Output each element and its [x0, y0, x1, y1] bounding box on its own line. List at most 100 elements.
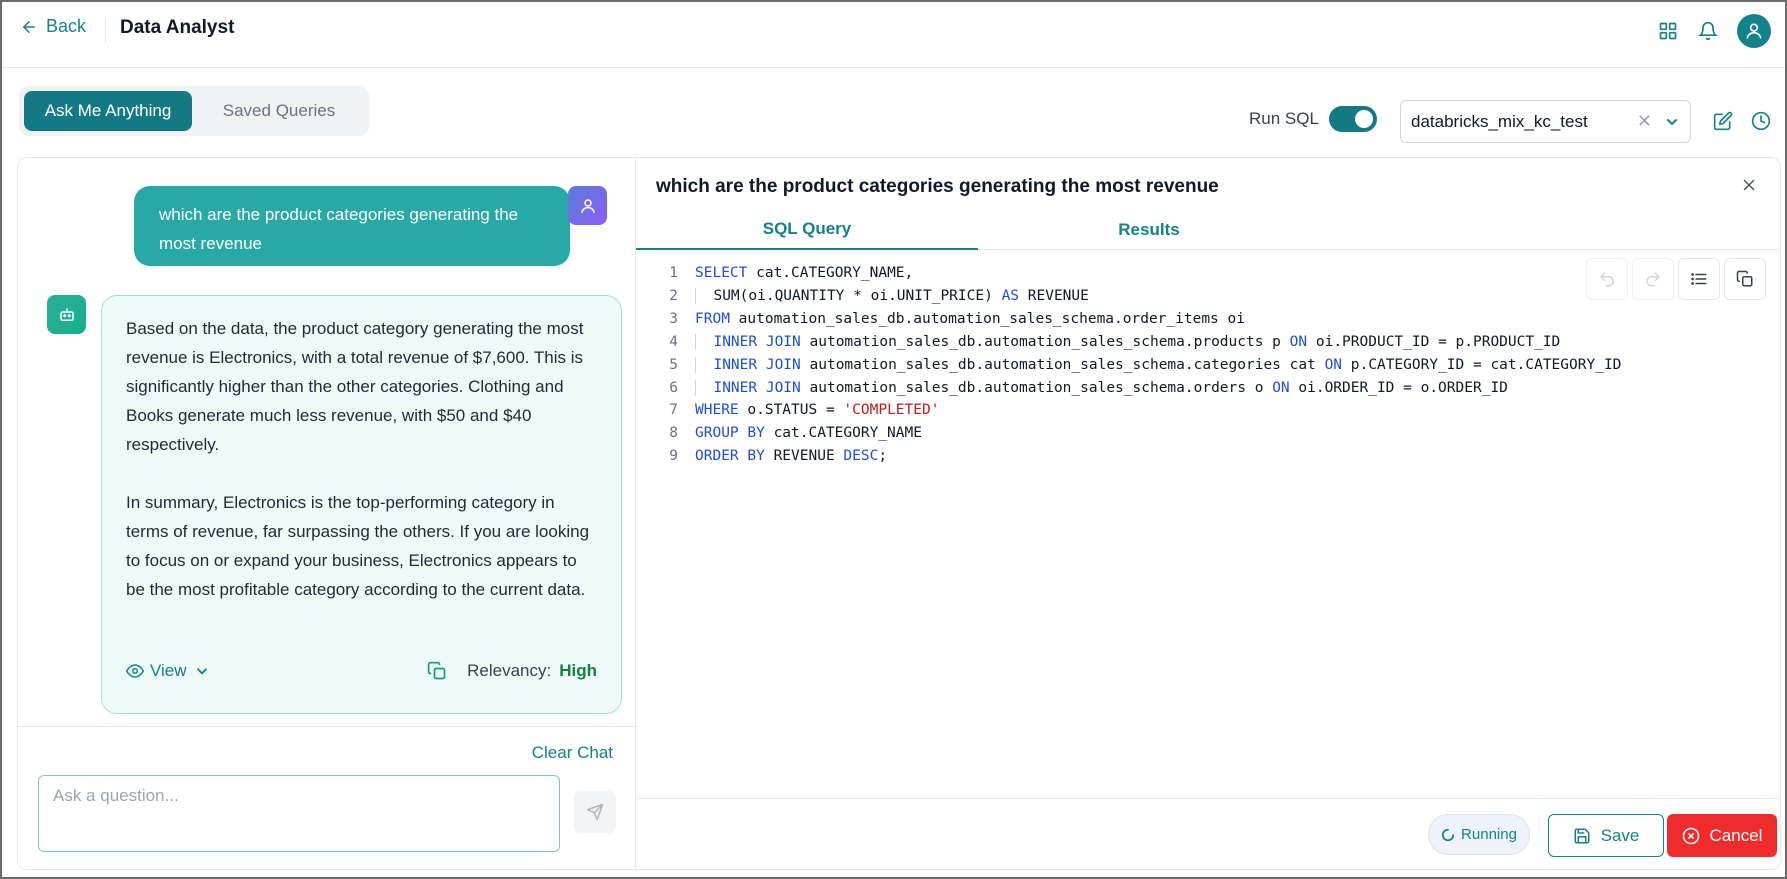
line-number: 1 — [669, 265, 678, 281]
sql-token: p.CATEGORY_ID = cat.CATEGORY_ID — [1342, 356, 1622, 373]
code-text: INNER JOIN automation_sales_db.automatio… — [678, 331, 1560, 354]
edit-icon[interactable] — [1713, 111, 1733, 131]
sql-token: SUM(oi.QUANTITY * oi.UNIT_PRICE) — [713, 287, 1002, 304]
list-icon — [1691, 273, 1707, 285]
arrow-left-icon — [23, 20, 35, 33]
clear-chat-button[interactable]: Clear Chat — [531, 743, 613, 762]
save-icon — [1574, 828, 1590, 843]
sql-string: 'COMPLETED' — [843, 402, 940, 419]
copy-code-button[interactable] — [1724, 258, 1766, 300]
sql-keyword: INNER JOIN — [713, 333, 801, 350]
send-button[interactable] — [574, 791, 616, 833]
page-title: Data Analyst — [120, 17, 235, 38]
indent-guide — [695, 379, 714, 396]
sql-token: o.STATUS = — [738, 402, 844, 419]
indent-guide — [695, 356, 714, 373]
ask-question-input[interactable] — [38, 775, 560, 852]
history-clock-icon[interactable] — [1751, 111, 1771, 131]
back-button[interactable]: Back — [20, 16, 86, 37]
running-status-badge: Running — [1428, 814, 1530, 855]
indent-guide — [695, 333, 714, 350]
line-number: 3 — [669, 310, 678, 327]
line-number: 7 — [669, 402, 678, 419]
bell-icon[interactable] — [1697, 20, 1719, 42]
user-avatar-icon[interactable] — [1737, 14, 1771, 48]
tab-ask-me-anything[interactable]: Ask Me Anything — [24, 91, 192, 131]
user-avatar — [568, 186, 607, 225]
tab-sql-query[interactable]: SQL Query — [636, 210, 978, 250]
cancel-button[interactable]: Cancel — [1667, 814, 1777, 857]
user-icon — [580, 198, 595, 213]
bot-paragraph: In summary, Electronics is the top-perfo… — [126, 493, 590, 599]
line-number: 9 — [669, 448, 678, 465]
code-line: 5 INNER JOIN automation_sales_db.automat… — [636, 354, 1780, 377]
main-panel: which are the product categories generat… — [17, 157, 1781, 870]
code-text: INNER JOIN automation_sales_db.automatio… — [678, 377, 1508, 400]
header-actions — [1657, 14, 1771, 48]
code-line: 6 INNER JOIN automation_sales_db.automat… — [636, 377, 1780, 400]
sql-keyword: ON — [1272, 379, 1290, 396]
robot-icon — [59, 307, 74, 321]
sql-keyword: ON — [1324, 356, 1343, 373]
header-divider — [105, 17, 106, 43]
bot-paragraph: Based on the data, the product category … — [126, 319, 584, 454]
back-label: Back — [46, 16, 87, 36]
sql-token: cat.CATEGORY_NAME — [764, 425, 922, 442]
bot-message-footer: View Relevancy: High — [126, 656, 597, 685]
code-line: 4 INNER JOIN automation_sales_db.automat… — [636, 331, 1780, 354]
sql-token: REVENUE — [764, 448, 844, 465]
database-select[interactable]: databricks_mix_kc_test ✕ — [1400, 100, 1691, 143]
code-text: ORDER BY REVENUE DESC; — [678, 445, 887, 468]
view-dropdown[interactable]: View — [126, 656, 211, 685]
run-sql-label: Run SQL — [1249, 109, 1319, 128]
redo-icon — [1646, 272, 1661, 287]
run-sql-toggle[interactable] — [1328, 106, 1377, 132]
relevancy-label: Relevancy: — [467, 661, 552, 680]
code-toolbar — [1586, 258, 1766, 300]
sql-token: oi.PRODUCT_ID = p.PRODUCT_ID — [1307, 333, 1561, 350]
sql-keyword: WHERE — [695, 402, 739, 419]
top-bar: Back Data Analyst — [2, 2, 1785, 68]
tab-results[interactable]: Results — [1118, 220, 1180, 239]
line-number: 5 — [669, 356, 678, 373]
view-label: View — [150, 661, 187, 680]
run-sql-control: Run SQL — [1249, 106, 1377, 132]
sql-token: ; — [878, 448, 888, 465]
grid-icon[interactable] — [1657, 20, 1679, 42]
sql-keyword: DESC — [843, 448, 879, 465]
chat-panel: which are the product categories generat… — [18, 158, 636, 869]
sql-token: REVENUE — [1019, 287, 1089, 304]
undo-button[interactable] — [1586, 258, 1628, 300]
code-text: SUM(oi.QUANTITY * oi.UNIT_PRICE) AS REVE… — [678, 285, 1089, 308]
relevancy-value: High — [559, 661, 597, 680]
copy-icon[interactable] — [427, 661, 447, 681]
sql-keyword: INNER JOIN — [713, 356, 801, 373]
tab-saved-queries[interactable]: Saved Queries — [222, 101, 336, 120]
copy-icon — [1736, 270, 1753, 287]
user-message-bubble: which are the product categories generat… — [134, 186, 570, 266]
redo-button[interactable] — [1632, 258, 1674, 300]
cancel-label: Cancel — [1709, 825, 1763, 845]
format-button[interactable] — [1678, 258, 1720, 300]
code-text: WHERE o.STATUS = 'COMPLETED' — [678, 399, 939, 422]
sql-token: automation_sales_db.automation_sales_sch… — [729, 310, 1245, 327]
query-title: which are the product categories generat… — [656, 176, 1219, 197]
eye-icon — [126, 663, 144, 678]
sql-token: oi.ORDER_ID = o.ORDER_ID — [1289, 379, 1508, 396]
sql-token: automation_sales_db.automation_sales_sch… — [800, 356, 1325, 373]
close-icon[interactable] — [1740, 176, 1758, 194]
chevron-down-icon[interactable] — [1664, 114, 1680, 130]
code-line: 2 SUM(oi.QUANTITY * oi.UNIT_PRICE) AS RE… — [636, 285, 1780, 308]
save-button[interactable]: Save — [1548, 814, 1664, 857]
toggle-knob — [1354, 110, 1373, 128]
sql-keyword: AS — [1001, 287, 1020, 304]
undo-icon — [1599, 272, 1614, 287]
sql-keyword: ORDER BY — [695, 448, 765, 465]
clear-selection-icon[interactable]: ✕ — [1636, 111, 1652, 131]
spinner-icon — [1441, 828, 1455, 841]
